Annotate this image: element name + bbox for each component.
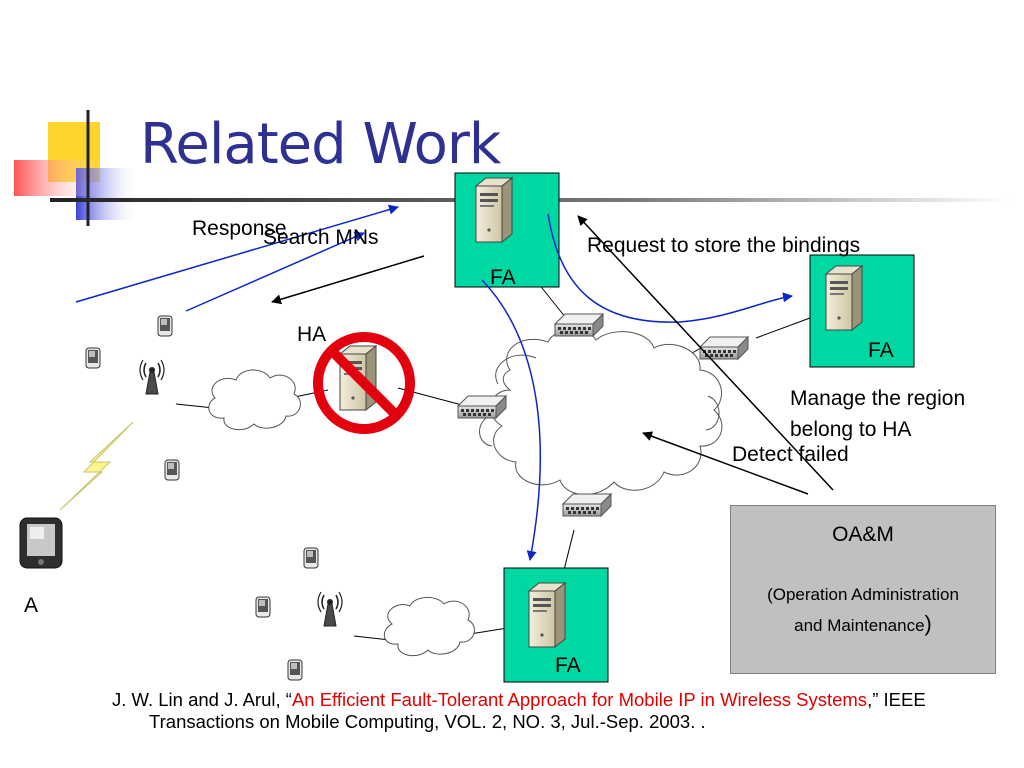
switch-top — [554, 313, 604, 337]
antenna-icon — [317, 591, 343, 627]
fa-server-right — [825, 265, 863, 331]
fa-to-fa-arrow — [481, 279, 542, 561]
mobile-node-icon — [255, 596, 271, 618]
ha-label: HA — [297, 323, 327, 346]
small-cloud-left — [208, 369, 301, 431]
fa-server-top — [475, 177, 513, 243]
internet-cloud — [479, 328, 723, 495]
response-label: Response — [192, 217, 287, 240]
citation-rest: ,” IEEE Transactions on Mobile Computing… — [149, 689, 926, 732]
manage-region-label-line1: Manage the region — [790, 387, 966, 410]
detect-failed-label: Detect failed — [732, 443, 849, 466]
oam-title: OA&M — [832, 523, 894, 546]
lightning-icon — [59, 421, 134, 511]
prohibited-icon — [313, 332, 415, 434]
detect-failed-arrow — [642, 431, 809, 495]
oam-box: OA&M (Operation Administration and Maint… — [730, 505, 996, 674]
fa-label-right: FA — [868, 339, 894, 362]
search-mns-label: Search MNs — [263, 226, 379, 249]
request-bindings-label: Request to store the bindings — [587, 234, 861, 257]
arrows — [75, 204, 834, 561]
search-mns-arrow — [271, 255, 425, 305]
fa-label-top: FA — [490, 266, 516, 289]
antenna-icon — [139, 359, 165, 395]
citation: J. W. Lin and J. Arul, “An Efficient Fau… — [112, 689, 1009, 733]
mobile-node-icon — [303, 547, 319, 569]
manage-region-label-line2: belong to HA — [790, 418, 912, 441]
fa-label-bottom: FA — [555, 654, 581, 677]
search-arrow — [185, 232, 365, 312]
response-arrow — [75, 204, 399, 303]
mobile-node-icon — [85, 347, 101, 369]
mobile-node-icon — [164, 459, 180, 481]
manage-region-arrow — [577, 215, 834, 491]
mobile-node-icon — [157, 315, 173, 337]
pda-icon — [19, 517, 63, 569]
citation-authors: J. W. Lin and J. Arul, “ — [112, 689, 292, 710]
oam-close-paren: ) — [924, 611, 932, 636]
small-cloud-bottom — [383, 597, 475, 657]
fa-server-bottom — [528, 582, 566, 648]
oam-subtitle-line2: and Maintenance — [794, 616, 925, 635]
node-a-label: A — [24, 594, 39, 617]
switch-bottom — [562, 493, 612, 517]
oam-subtitle-line1: (Operation Administration — [767, 585, 959, 604]
mobile-node-icon — [287, 659, 303, 681]
oam-subtitle: (Operation Administration and Maintenanc… — [743, 580, 983, 640]
switch-left — [457, 395, 507, 419]
citation-paper-title: An Efficient Fault-Tolerant Approach for… — [291, 689, 868, 710]
request-binding-arrow — [547, 213, 793, 323]
slide-title: Related Work — [140, 112, 501, 177]
